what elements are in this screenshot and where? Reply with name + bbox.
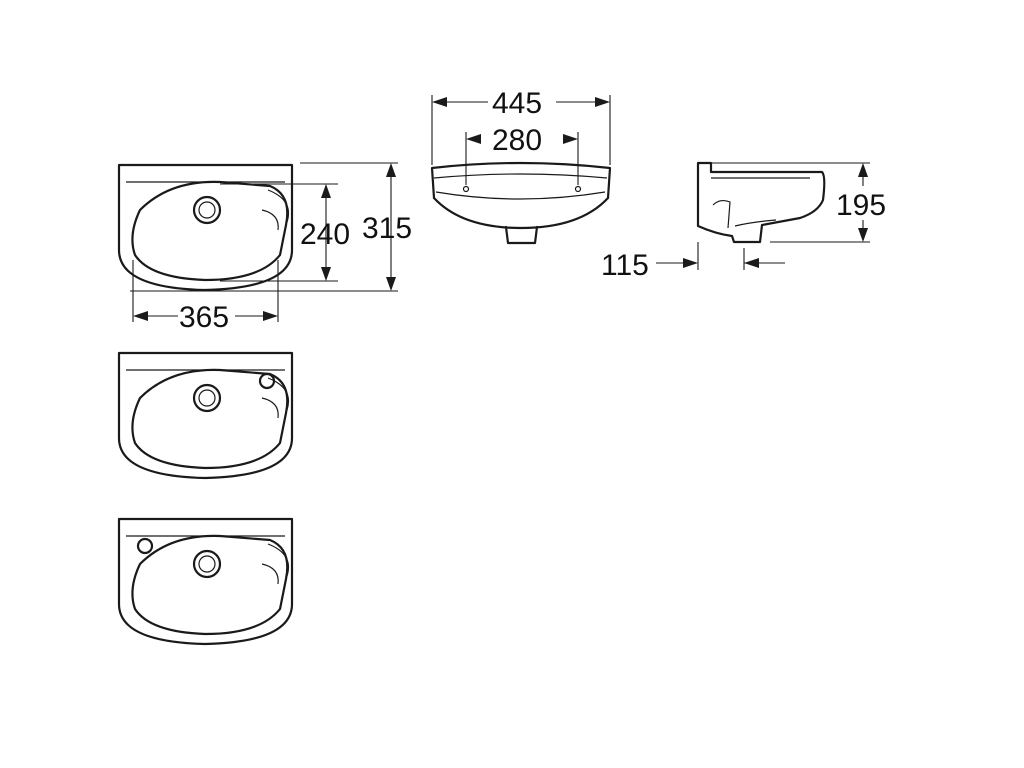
side-elevation	[656, 161, 870, 270]
waste-outlet-icon	[192, 549, 222, 579]
plan-view-dimensioned	[117, 162, 398, 322]
waste-outlet-icon	[192, 195, 222, 225]
waste-outlet-icon	[192, 383, 222, 413]
dim-label-projection: 115	[601, 249, 649, 282]
front-elevation	[430, 95, 612, 245]
dim-label-bowl-depth: 240	[300, 218, 350, 251]
plan-view-tap-hole-left	[117, 517, 294, 646]
dim-label-bowl-width: 365	[179, 301, 229, 334]
tap-hole-icon	[258, 372, 276, 390]
tap-hole-icon	[136, 537, 154, 555]
dim-label-overall-width: 445	[492, 87, 542, 120]
dim-label-overall-depth: 315	[362, 212, 412, 245]
plan-view-tap-hole-right	[117, 351, 294, 480]
dim-label-height: 195	[836, 189, 886, 222]
dim-label-tap-hole-spacing: 280	[492, 124, 542, 157]
